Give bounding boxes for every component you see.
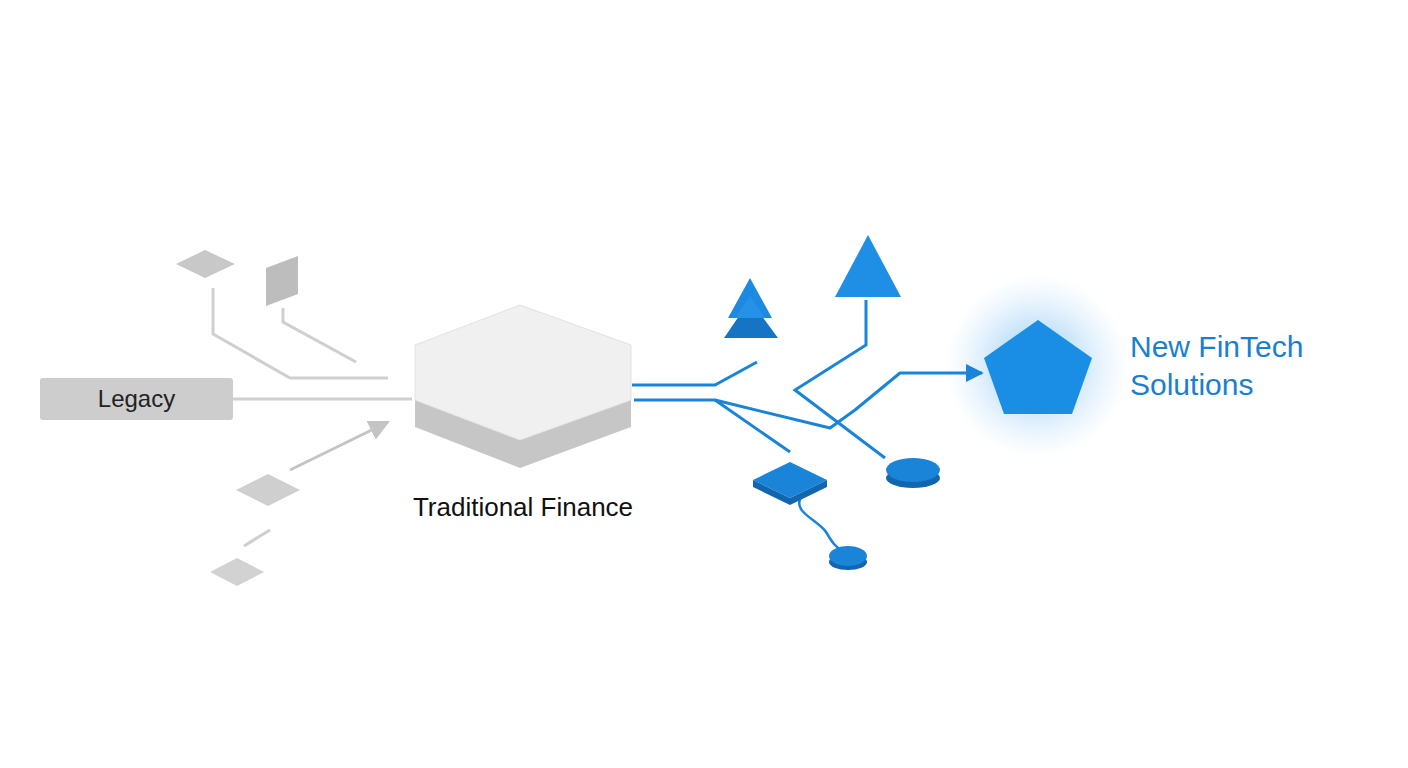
glow [945, 274, 1129, 458]
blue-diamond [753, 462, 827, 498]
box-label: Legacy [78, 385, 195, 413]
blue-disc [886, 458, 940, 482]
hexagon-shape [412, 303, 634, 470]
grey-line [213, 288, 388, 378]
pentagon [984, 320, 1092, 414]
blue-diamond-side [753, 480, 827, 505]
hexagon-block: Traditional Finance [412, 303, 634, 470]
fintech-shapes [632, 235, 1129, 570]
connector [634, 373, 982, 428]
blue-triangle [835, 235, 901, 297]
node-caption: New FinTech Solutions [1130, 328, 1330, 403]
pentagon-shape [982, 318, 1094, 416]
grey-diamond [236, 474, 300, 506]
pentagon-block: New FinTech Solutions [982, 318, 1094, 416]
legacy-box: Legacy [40, 378, 233, 420]
grey-diamond [210, 558, 264, 586]
blue-disc [829, 546, 867, 566]
grey-line [283, 308, 356, 362]
blue-triangle [728, 278, 772, 318]
grey-tile [266, 256, 298, 306]
grey-line [244, 530, 270, 546]
node-caption: Traditional Finance [413, 492, 633, 523]
grey-diamond [176, 250, 235, 278]
grey-arrow [290, 422, 388, 470]
hexagon-top [415, 305, 631, 440]
blue-line [632, 362, 757, 385]
blue-line [795, 300, 885, 458]
blue-curve [799, 497, 842, 550]
blue-triangle [735, 296, 765, 318]
connector [233, 398, 412, 401]
